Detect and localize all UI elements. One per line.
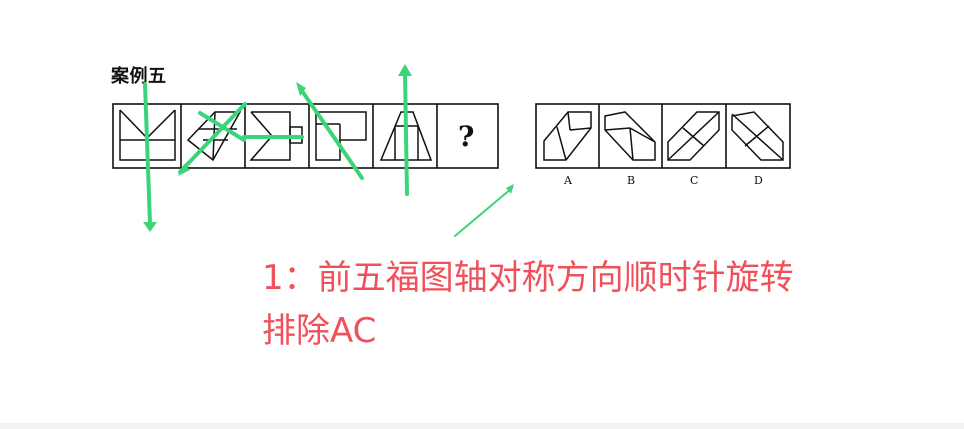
annotation-arrow-up-left: [298, 86, 364, 180]
arrow-head-up-left-icon: [296, 82, 306, 96]
options-strip-border: [535, 103, 791, 169]
option-d-figure: [731, 111, 784, 161]
annotation-arrow-up: [403, 70, 409, 196]
annotation-arrow-down: [143, 82, 152, 226]
annotation-thin-line: [454, 187, 513, 237]
option-c-figure: [667, 111, 720, 161]
arrow-head-diag-icon: [178, 164, 190, 176]
options-strip: [535, 103, 791, 169]
arrow-head-down-icon: [143, 222, 157, 232]
annotation-line-diag: [178, 102, 247, 174]
panel-5-figure: [379, 111, 433, 161]
panel-4-figure: [315, 111, 367, 161]
thin-annotation: [454, 184, 514, 237]
annotation-note-line1: 1：前五福图轴对称方向顺时针旋转: [262, 258, 794, 298]
question-mark: ?: [458, 120, 474, 153]
option-b-label: B: [627, 174, 635, 187]
annotation-note-line2: 排除AC: [262, 311, 377, 351]
option-c-label: C: [690, 174, 698, 187]
arrow-head-thin-icon: [506, 184, 514, 194]
arrow-head-up-icon: [398, 64, 412, 76]
option-a-figure: [543, 111, 592, 161]
option-b-figure: [604, 111, 656, 161]
option-a-label: A: [563, 174, 573, 187]
annotation-line-panel2: [198, 111, 246, 142]
question-strip-border: [112, 103, 499, 169]
option-d-label: D: [754, 174, 763, 187]
footer-bar: [0, 423, 964, 429]
case-title: 案例五: [111, 66, 167, 87]
question-strip: [112, 103, 499, 169]
green-annotations: [143, 64, 412, 232]
